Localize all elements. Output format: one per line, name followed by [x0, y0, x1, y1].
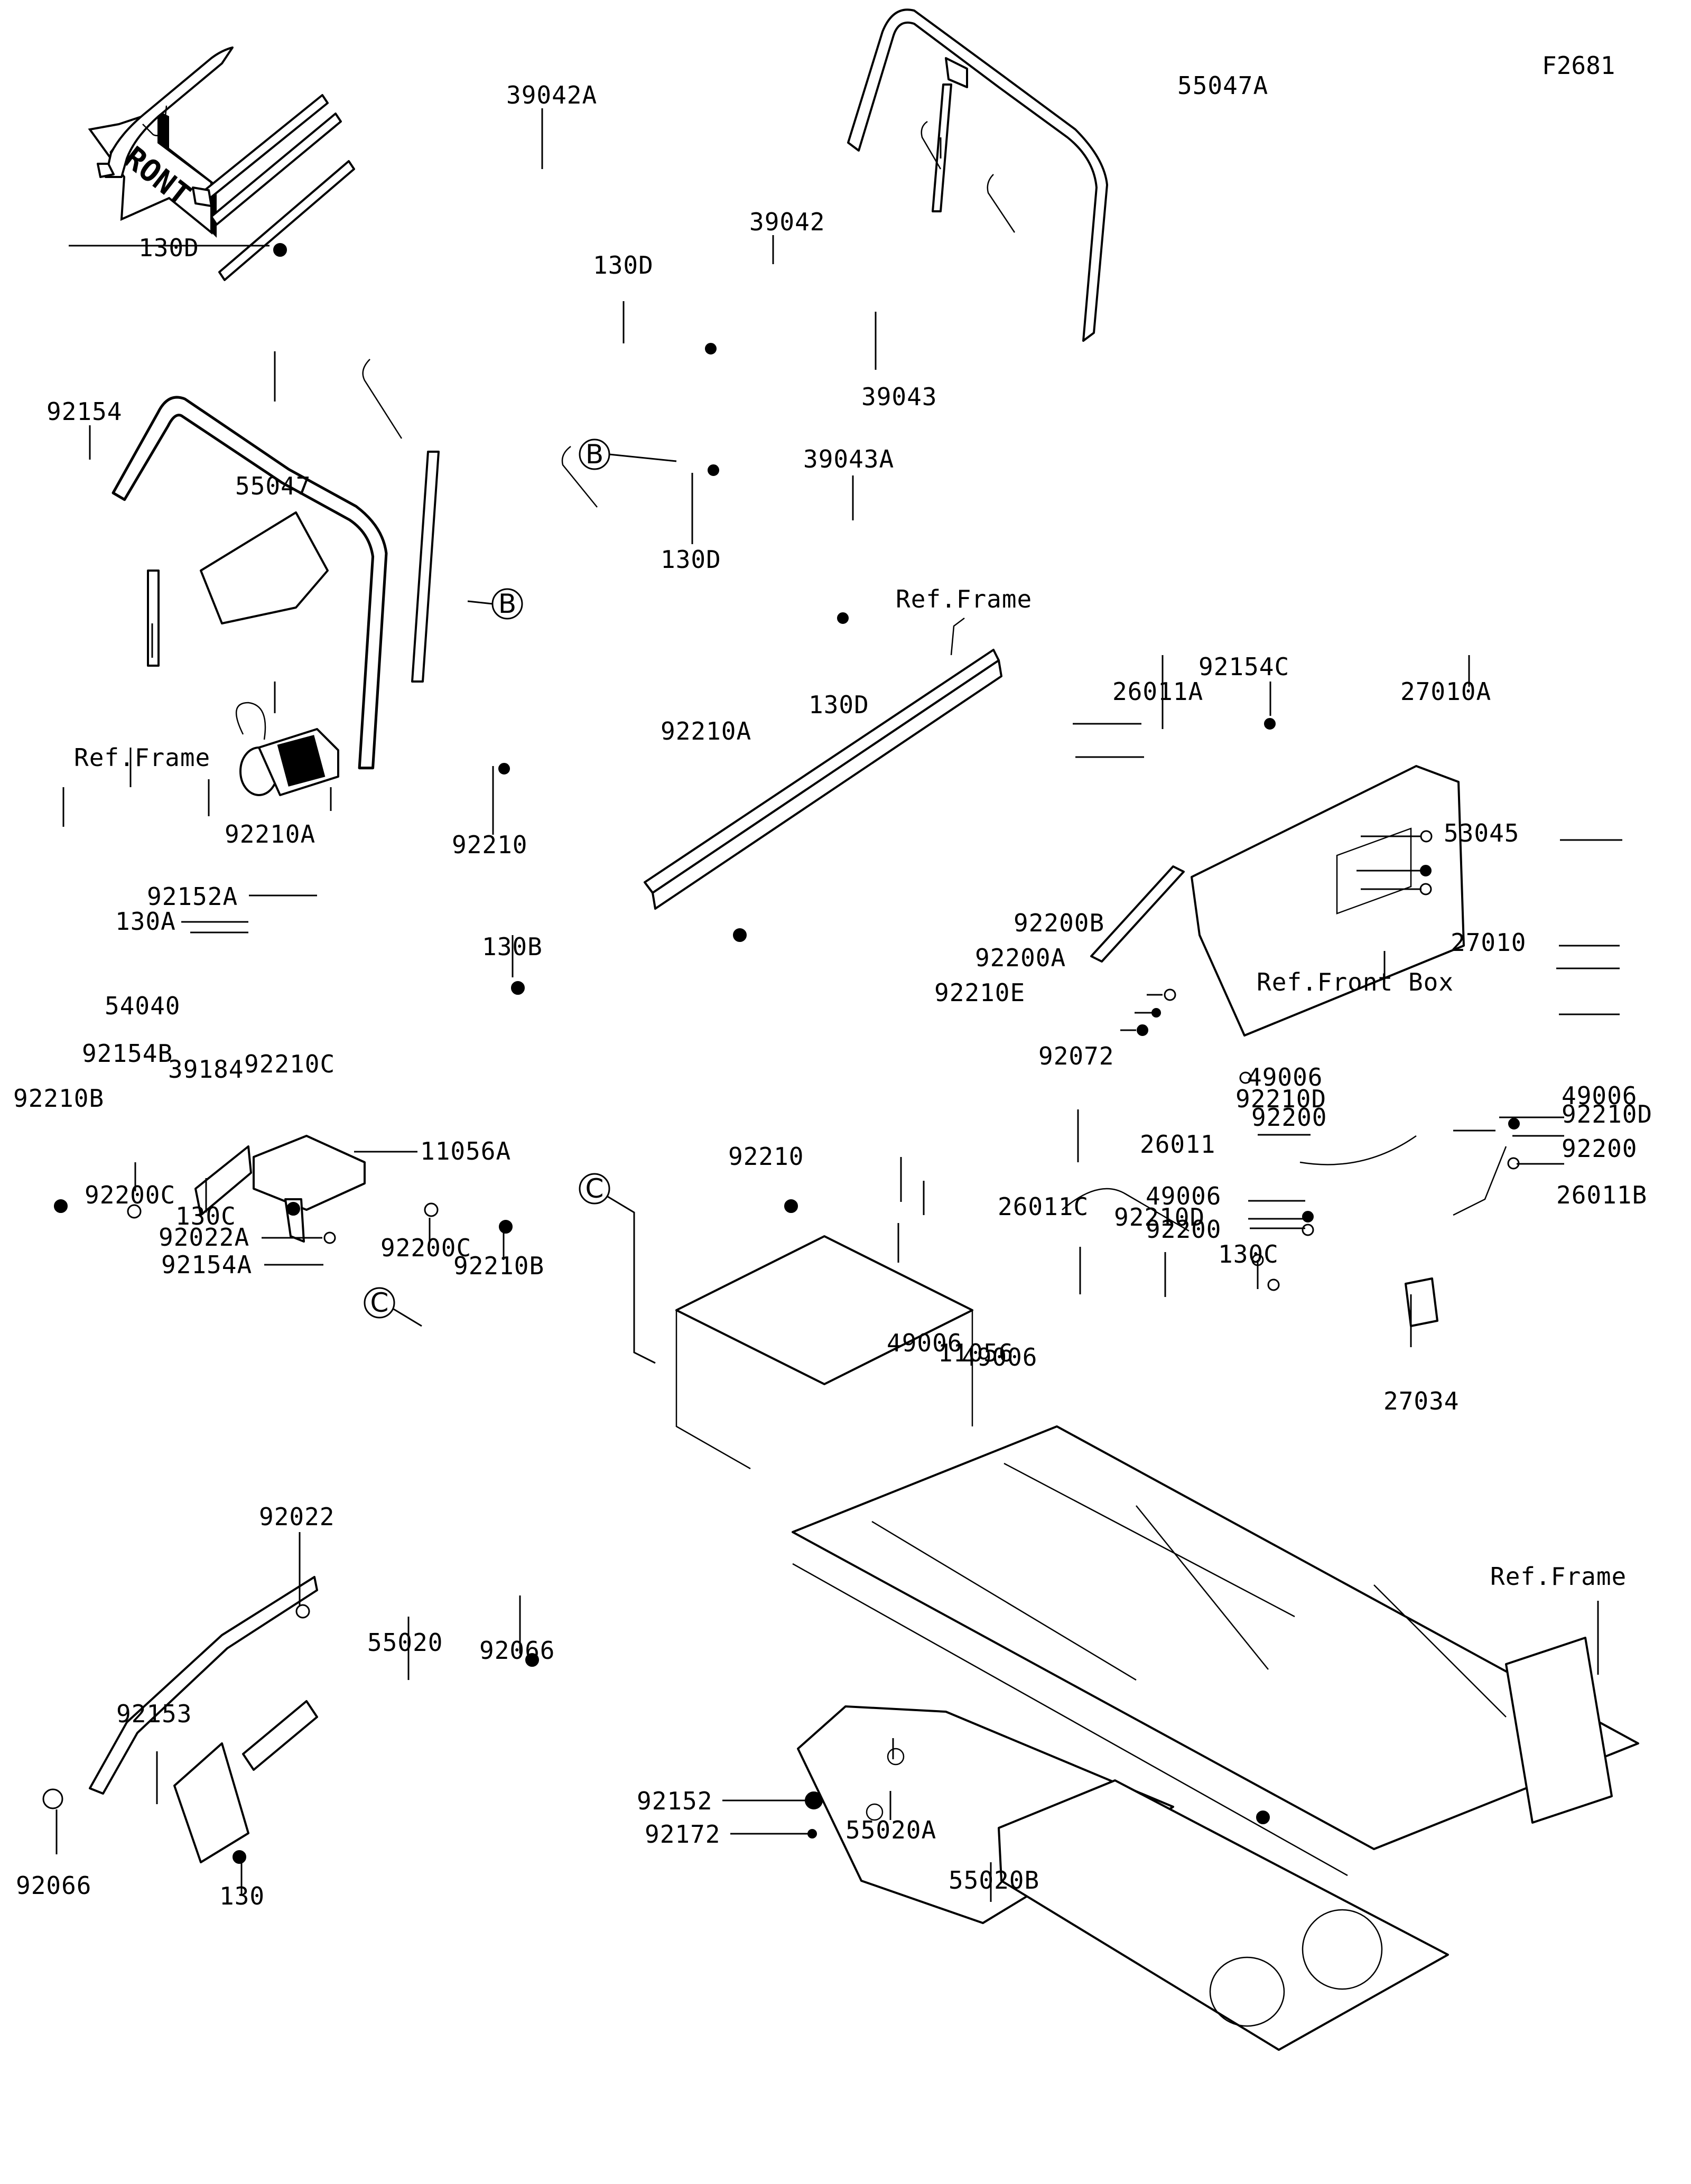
label-49006-2: 49006 — [1562, 1081, 1637, 1110]
part-labels: 39042A 39042 39043 39043A 55047A 55047 1… — [13, 71, 1652, 1910]
part-39043A-roof-bar[interactable] — [218, 160, 355, 281]
label-39042A: 39042A — [506, 81, 597, 109]
label-27034: 27034 — [1383, 1387, 1459, 1415]
callout-b-upper: B — [579, 438, 677, 470]
label-92152A: 92152A — [147, 882, 238, 911]
label-55047A: 55047A — [1177, 71, 1268, 100]
label-92210C: 92210C — [244, 1050, 335, 1078]
part-39043-roof-bar[interactable] — [210, 113, 342, 226]
label-92153: 92153 — [116, 1700, 192, 1728]
label-39042: 39042 — [749, 208, 825, 236]
label-92154B: 92154B — [82, 1039, 173, 1068]
label-130D-3: 130D — [661, 545, 721, 574]
ref-front-box-panel — [1191, 765, 1465, 1037]
svg-text:B: B — [498, 589, 516, 619]
label-55020B: 55020B — [949, 1866, 1039, 1894]
label-ref-frame-2: Ref.Frame — [896, 585, 1032, 613]
label-92210A-2: 92210A — [661, 717, 751, 745]
label-92210D-1: 92210D — [1235, 1085, 1326, 1113]
label-92172: 92172 — [645, 1820, 720, 1849]
label-92066-2: 92066 — [16, 1871, 91, 1900]
label-92210D-3: 92210D — [1114, 1203, 1205, 1231]
label-92210B-1: 92210B — [13, 1084, 104, 1113]
label-49006-1: 49006 — [1247, 1063, 1323, 1091]
label-11056: 11056 — [938, 1339, 1014, 1367]
label-55047: 55047 — [235, 472, 311, 500]
part-39184-fairlead[interactable] — [194, 1145, 252, 1216]
label-130C-1: 130C — [175, 1202, 236, 1230]
label-92022: 92022 — [259, 1502, 335, 1531]
label-92210B-2: 92210B — [453, 1252, 544, 1280]
label-92154C: 92154C — [1198, 652, 1289, 681]
label-92200A: 92200A — [975, 944, 1066, 972]
label-ref-frame-3: Ref.Frame — [1490, 1562, 1627, 1591]
label-92210D-2: 92210D — [1562, 1100, 1652, 1128]
svg-text:C: C — [370, 1287, 389, 1318]
label-11056A: 11056A — [420, 1137, 511, 1165]
label-92200B: 92200B — [1014, 909, 1104, 937]
part-55020-front-bumper[interactable] — [89, 1576, 318, 1863]
label-49006-3: 49006 — [1146, 1182, 1221, 1210]
label-26011C: 26011C — [998, 1192, 1089, 1221]
part-55047-front-rollcage[interactable] — [112, 359, 598, 770]
label-130A: 130A — [115, 907, 176, 936]
label-92210-1: 92210 — [452, 830, 527, 859]
label-130D-4: 130D — [809, 690, 869, 719]
battery-cables — [1062, 865, 1507, 1327]
label-27010: 27010 — [1451, 928, 1526, 957]
label-55020A: 55020A — [846, 1816, 936, 1844]
label-26011: 26011 — [1140, 1130, 1215, 1159]
label-49006-5: 49006 — [962, 1343, 1037, 1371]
svg-text:C: C — [586, 1173, 604, 1204]
label-92210A-1: 92210A — [225, 820, 315, 848]
label-39043: 39043 — [861, 382, 937, 411]
label-39043A: 39043A — [803, 445, 894, 473]
label-130D-2: 130D — [593, 251, 654, 279]
label-92210-2: 92210 — [728, 1142, 804, 1171]
label-54040: 54040 — [105, 992, 180, 1020]
label-92200C-1: 92200C — [85, 1181, 175, 1209]
label-92154: 92154 — [47, 397, 122, 426]
label-26011B: 26011B — [1556, 1181, 1647, 1209]
leader-lines — [55, 108, 1622, 1902]
label-55020: 55020 — [367, 1628, 443, 1657]
label-92154A: 92154A — [161, 1250, 252, 1279]
label-27010A: 27010A — [1400, 677, 1491, 706]
figure-code: F2681 — [1542, 51, 1615, 80]
part-39042-roof-bar[interactable] — [192, 94, 329, 207]
part-39042A-roof-bar[interactable] — [97, 46, 234, 178]
callout-c-lower: C — [364, 1287, 422, 1327]
label-26011A: 26011A — [1112, 677, 1203, 706]
ref-frame-side-rail — [644, 618, 1002, 910]
label-92200C-2: 92200C — [380, 1234, 471, 1262]
svg-text:B: B — [586, 439, 603, 470]
label-130B: 130B — [482, 932, 543, 961]
label-130C-2: 130C — [1218, 1240, 1279, 1268]
part-54040-winch[interactable] — [235, 702, 339, 796]
label-92152: 92152 — [637, 1787, 712, 1815]
label-130D-1: 130D — [138, 234, 199, 262]
label-39184: 39184 — [168, 1055, 244, 1084]
part-55047A-rear-rollcage[interactable] — [847, 8, 1108, 342]
hardware-fasteners — [42, 243, 1520, 1864]
label-92072: 92072 — [1038, 1042, 1114, 1070]
label-92200-1: 92200 — [1251, 1103, 1327, 1132]
label-92200-3: 92200 — [1146, 1215, 1221, 1244]
label-92066-1: 92066 — [479, 1636, 555, 1665]
label-92210E: 92210E — [934, 978, 1025, 1007]
label-53045: 53045 — [1444, 819, 1519, 847]
label-130: 130 — [219, 1882, 265, 1910]
part-11056A-bracket[interactable] — [253, 1135, 366, 1243]
winch-mount-bracket — [147, 511, 329, 667]
label-ref-frame-1: Ref.Frame — [74, 743, 210, 772]
label-ref-front-box: Ref.Front Box — [1257, 968, 1454, 996]
label-92022A: 92022A — [159, 1223, 249, 1252]
callout-c-upper: C — [579, 1173, 656, 1364]
main-chassis-frame — [675, 1235, 1639, 1877]
part-55020B-skid-plate[interactable] — [998, 1779, 1449, 2051]
label-92200-2: 92200 — [1562, 1134, 1637, 1163]
callout-b-lower: B — [467, 588, 523, 620]
label-49006-4: 49006 — [887, 1329, 962, 1357]
